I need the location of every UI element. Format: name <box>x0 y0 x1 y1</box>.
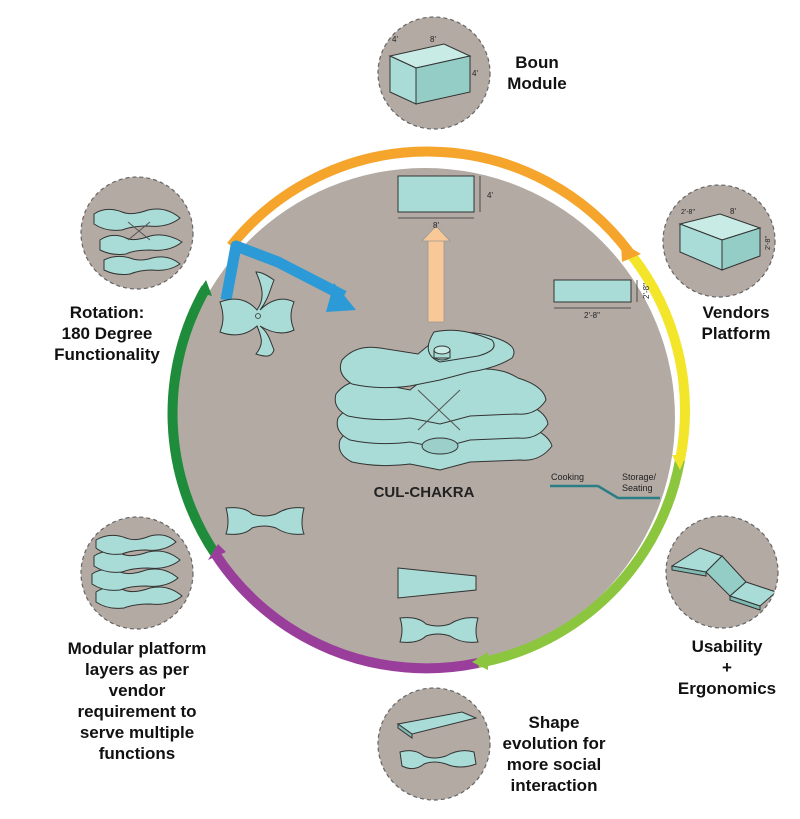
top-plan-depth-dim: 4' <box>487 191 493 200</box>
satellite-modular-layers <box>80 516 194 630</box>
label-rotation: Rotation: 180 Degree Functionality <box>54 303 160 364</box>
boun-depth-dim: 4' <box>392 35 398 44</box>
vendor-box-depth-dim: 2'-8" <box>681 209 695 216</box>
ring-arrowhead-green <box>198 280 212 296</box>
satellite-rotation <box>80 176 194 290</box>
top-plan-width-dim: 8' <box>433 221 439 230</box>
label-boun-module: Boun Module <box>507 53 567 93</box>
trapezoid-plan <box>397 567 477 599</box>
vendor-plan-depth-dim: 2'-8" <box>642 283 651 299</box>
label-vendors-platform: Vendors Platform <box>701 303 771 343</box>
center-title: CUL-CHAKRA <box>374 484 475 501</box>
ring-arrowhead-purple <box>208 544 226 560</box>
storage-label: Storage/Seating <box>622 472 657 493</box>
vendor-box-width-dim: 8' <box>730 207 736 216</box>
cooking-label: Cooking <box>551 472 584 482</box>
ring-arc-orange <box>227 146 633 256</box>
vendor-plan-rectangle: 2'-8" 2'-8" <box>553 279 651 320</box>
section-profile: Cooking Storage/Seating <box>550 472 660 500</box>
blue-rotation-arrow <box>220 240 356 312</box>
central-stacked-module <box>334 329 553 471</box>
peach-up-arrow <box>421 225 451 323</box>
label-shape-evolution: Shape evolution for more social interact… <box>502 713 606 795</box>
ring-arrowhead-lime <box>472 652 488 670</box>
satellite-vendors-platform: 8' 2'-8" 2'-8" <box>662 184 776 298</box>
rotation-cross-plan <box>219 271 295 357</box>
label-modular-layers: Modular platform layers as per vendor re… <box>67 639 207 763</box>
ring-arc-green <box>167 285 221 558</box>
vendor-plan-width-dim: 2'-8" <box>584 311 600 320</box>
ring-arrowhead-orange <box>621 242 641 262</box>
storage-label-line-1: Storage/ <box>622 472 657 482</box>
satellite-usability <box>665 515 779 629</box>
top-plan-rectangle: 8' 4' <box>397 175 493 230</box>
satellite-shape-evolution <box>377 687 491 801</box>
boun-height-dim: 4' <box>472 69 478 78</box>
ring-arc-yellow <box>625 248 690 461</box>
ring-arc-purple <box>211 552 480 674</box>
storage-label-line-2: Seating <box>622 483 653 493</box>
bowtie-plan-left <box>225 507 305 535</box>
bowtie-plan-bottom <box>399 617 479 643</box>
ring-arc-lime <box>477 459 685 668</box>
satellite-boun-module: 8' 4' 4' <box>377 16 491 130</box>
label-usability: Usability + Ergonomics <box>677 637 777 698</box>
ring-arrowhead-yellow <box>672 455 686 470</box>
vendor-box-height-dim: 2'-8" <box>765 236 772 250</box>
boun-width-dim: 8' <box>430 35 436 44</box>
process-ring <box>167 146 690 674</box>
